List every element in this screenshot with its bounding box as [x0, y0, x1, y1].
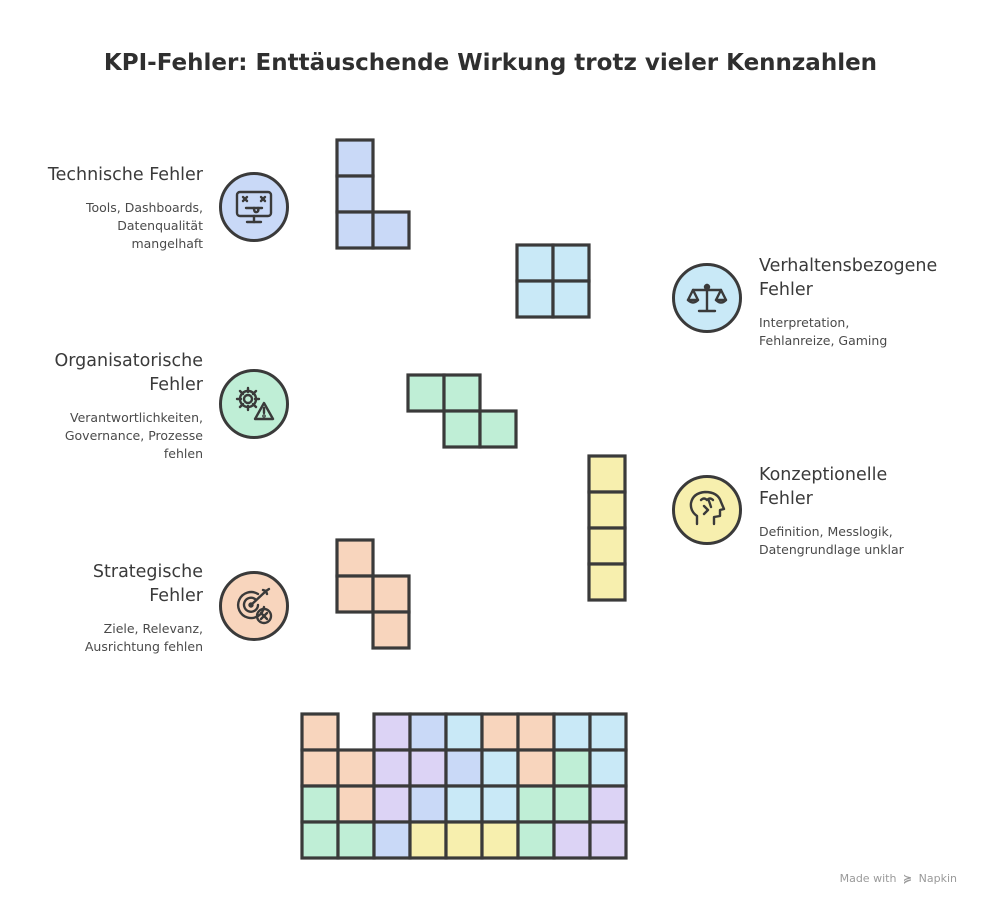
- tetris-piece-orange: [371, 610, 411, 650]
- stack-cell: [480, 784, 520, 824]
- tetris-piece-orange: [371, 574, 411, 614]
- label-konzeptionelle-fehler: Konzeptionelle Fehler Definition, Messlo…: [759, 463, 904, 559]
- stack-cell: [408, 748, 448, 788]
- label-verhaltensbezogene-fehler: Verhaltensbezogene Fehler Interpretation…: [759, 254, 937, 350]
- tetris-piece-yellow: [587, 526, 627, 566]
- stack-cell: [300, 712, 340, 752]
- desc-line: fehlen: [163, 446, 203, 461]
- stack-cell: [516, 820, 556, 860]
- tetris-piece-blue: [335, 138, 375, 178]
- stack-cell: [372, 820, 412, 860]
- footer-brand: Napkin: [918, 872, 957, 885]
- stack-cell: [408, 784, 448, 824]
- stack-cell: [444, 820, 484, 860]
- stack-cell: [552, 748, 592, 788]
- stack-cell: [372, 712, 412, 752]
- stack-cell: [300, 748, 340, 788]
- stack-cell: [372, 748, 412, 788]
- tetris-piece-cyan: [551, 279, 591, 319]
- stack-cell: [516, 748, 556, 788]
- target-cross-icon: [219, 571, 289, 641]
- stack-cell: [588, 784, 628, 824]
- head-puzzle-icon: [672, 475, 742, 545]
- heading: Fehler: [759, 489, 813, 509]
- stack-cell: [300, 784, 340, 824]
- stack-cell: [444, 748, 484, 788]
- desc-line: mangelhaft: [131, 236, 203, 251]
- heading: Strategische: [92, 562, 203, 582]
- stack-cell: [588, 712, 628, 752]
- stack-cell: [552, 820, 592, 860]
- desc-line: Verantwortlichkeiten,: [70, 410, 203, 425]
- tetris-piece-blue: [371, 210, 411, 250]
- stack-cell: [444, 784, 484, 824]
- stack-cell: [372, 784, 412, 824]
- heading: Fehler: [149, 375, 203, 395]
- stack-cell: [588, 820, 628, 860]
- made-with-napkin: Made with ≽ Napkin: [840, 872, 957, 885]
- tetris-piece-cyan: [515, 279, 555, 319]
- stack-cell: [336, 784, 376, 824]
- heading: Organisatorische: [54, 351, 203, 371]
- stack-cell: [480, 748, 520, 788]
- tetris-piece-cyan: [515, 243, 555, 283]
- tetris-piece-blue: [335, 210, 375, 250]
- desc-line: Ausrichtung fehlen: [84, 639, 203, 654]
- heading: Technische Fehler: [47, 165, 203, 185]
- tetris-piece-yellow: [587, 454, 627, 494]
- tetris-piece-green: [406, 373, 446, 413]
- tetris-piece-cyan: [551, 243, 591, 283]
- stack-cell: [516, 784, 556, 824]
- page-title: KPI-Fehler: Enttäuschende Wirkung trotz …: [103, 50, 878, 76]
- stack-cell: [300, 820, 340, 860]
- tetris-piece-yellow: [587, 490, 627, 530]
- desc-line: Datengrundlage unklar: [759, 542, 904, 557]
- label-organisatorische-fehler: Organisatorische Fehler Verantwortlichke…: [54, 349, 203, 463]
- tetris-piece-green: [478, 409, 518, 449]
- balance-scale-icon: [672, 263, 742, 333]
- tetris-piece-green: [442, 409, 482, 449]
- tetris-piece-orange: [335, 538, 375, 578]
- gear-warning-icon: [219, 369, 289, 439]
- stack-cell: [516, 712, 556, 752]
- stack-cell: [480, 820, 520, 860]
- heading: Verhaltensbezogene: [759, 256, 938, 276]
- label-strategische-fehler: Strategische Fehler Ziele, Relevanz, Aus…: [85, 560, 203, 656]
- desc-line: Governance, Prozesse: [64, 428, 203, 443]
- desc-line: Ziele, Relevanz,: [103, 621, 203, 636]
- stack-cell: [552, 712, 592, 752]
- desc-line: Interpretation,: [759, 315, 850, 330]
- stack-cell: [552, 784, 592, 824]
- heading: Fehler: [759, 280, 813, 300]
- desc-line: Fehlanreize, Gaming: [759, 333, 888, 348]
- heading: Konzeptionelle: [759, 465, 888, 485]
- napkin-logo-icon: ≽: [902, 872, 913, 885]
- footer-prefix: Made with: [839, 872, 897, 885]
- tetris-piece-yellow: [587, 562, 627, 602]
- tetris-piece-orange: [335, 574, 375, 614]
- desc-line: Definition, Messlogik,: [759, 524, 893, 539]
- stack-cell: [336, 820, 376, 860]
- heading: Fehler: [149, 586, 203, 606]
- stack-cell: [408, 820, 448, 860]
- stack-cell: [480, 712, 520, 752]
- desc-line: Datenqualität: [117, 218, 203, 233]
- label-technische-fehler: Technische Fehler Tools, Dashboards, Dat…: [48, 163, 203, 253]
- tetris-piece-blue: [335, 174, 375, 214]
- stack-cell: [444, 712, 484, 752]
- tetris-piece-green: [442, 373, 482, 413]
- stack-cell: [408, 712, 448, 752]
- broken-monitor-icon: [219, 172, 289, 242]
- stack-cell: [588, 748, 628, 788]
- desc-line: Tools, Dashboards,: [85, 200, 203, 215]
- stack-cell: [336, 748, 376, 788]
